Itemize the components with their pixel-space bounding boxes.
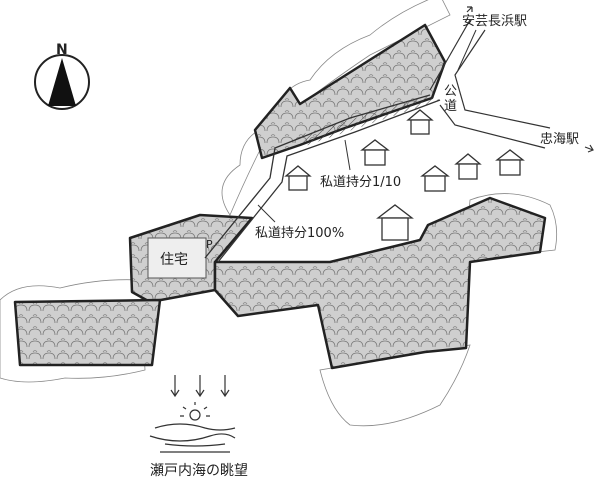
house-icon [284,165,312,191]
private-road-shared-section [300,95,440,146]
house-icon [495,149,525,176]
public-road [429,6,594,153]
leader-lines [257,29,477,223]
station-east-label: 忠海駅 [540,132,580,147]
north-compass-icon [34,54,90,110]
house-icon [420,165,450,192]
house-lot [147,237,207,279]
station-north-label: 安芸長浜駅 [462,14,528,29]
forest-lower-left [13,298,162,367]
public-road-label: 公道 [444,84,458,114]
parking-label: P [206,238,213,251]
forest-lower-main [213,196,547,370]
private-road-share-1-10-label: 私道持分1/10 [320,175,402,190]
house-icon [360,139,390,166]
house-label: 住宅 [160,252,188,268]
neighbor-houses [284,109,525,241]
forest-areas [13,23,547,370]
house-icon [376,204,414,241]
forest-upper-band [253,23,447,160]
sea-view-icon [149,375,236,453]
house-icon [406,109,434,135]
compass-north-label: N [56,42,68,58]
private-road [204,94,441,263]
sea-view-label: 瀬戸内海の眺望 [150,463,248,479]
house-icon [454,153,482,180]
private-road-share-100-label: 私道持分100% [255,226,345,241]
